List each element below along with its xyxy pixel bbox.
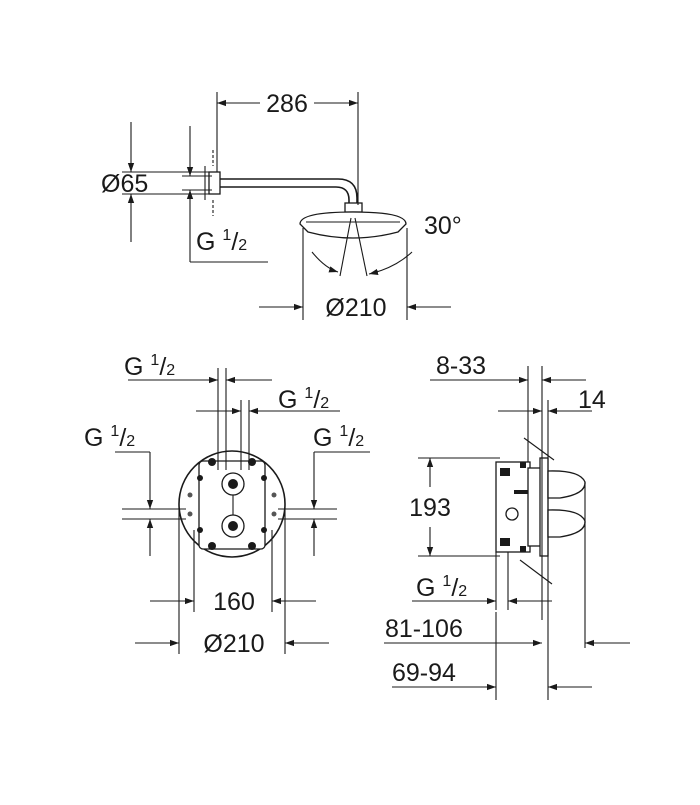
dim-head-angle: 30° — [424, 212, 462, 240]
dim-depth-81-106: 81-106 — [385, 615, 463, 643]
dim-head-diameter: Ø210 — [325, 294, 386, 322]
upper-handle — [547, 470, 586, 499]
wall-hatch — [523, 437, 555, 461]
shower-head — [299, 211, 407, 239]
head-connector — [344, 202, 363, 213]
dim-depth-range: 8-33 — [436, 352, 486, 380]
angle-ray — [339, 217, 352, 277]
label-flange-thread: G 1/2 — [196, 227, 247, 256]
thermostat-front-view: G 1/2 G 1/2 G 1/2 G 1/2 160 Ø210 — [84, 352, 370, 658]
dim-plate-thickness: 14 — [578, 386, 606, 414]
label-thread-right: G 1/2 — [313, 423, 364, 452]
mounting-plate — [178, 450, 286, 558]
label-thread-bottom: G 1/2 — [416, 573, 467, 602]
shower-arm — [220, 178, 358, 203]
valve-body — [198, 460, 266, 550]
shower-arm-view: 286 Ø65 G 1/2 30° Ø210 — [101, 90, 462, 322]
dim-depth-69-94: 69-94 — [392, 659, 456, 687]
angle-ray — [354, 217, 368, 277]
dim-plate-diameter: Ø210 — [203, 630, 264, 658]
upper-cartridge-core — [228, 479, 238, 489]
thermostat-side-view: 8-33 14 193 G 1/2 81-106 69-94 — [384, 352, 630, 700]
label-thread-top-right: G 1/2 — [278, 385, 329, 414]
lower-handle — [547, 509, 586, 538]
side-body-details — [500, 462, 528, 552]
angle-arc — [311, 251, 339, 273]
dim-height: 193 — [409, 494, 451, 522]
side-body — [495, 461, 531, 553]
dim-arm-length: 286 — [266, 90, 308, 118]
lower-cartridge-core — [228, 521, 238, 531]
dim-flange-diameter: Ø65 — [101, 170, 148, 198]
wall-flange — [208, 171, 221, 195]
dim-body-width: 160 — [213, 588, 255, 616]
side-cover — [539, 457, 549, 557]
label-thread-left: G 1/2 — [84, 423, 135, 452]
label-thread-top-left: G 1/2 — [124, 352, 175, 381]
wall-hatch — [519, 559, 553, 585]
port-bosses — [187, 458, 277, 550]
angle-arc — [368, 251, 413, 276]
